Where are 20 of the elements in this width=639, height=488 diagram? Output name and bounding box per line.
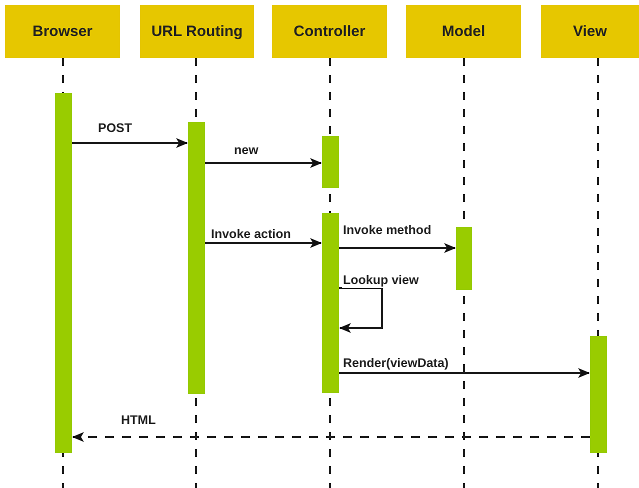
- activation-bar: [590, 336, 607, 453]
- lifeline-header: Browser: [5, 5, 120, 58]
- lifeline-header: View: [541, 5, 639, 58]
- activation-bar: [322, 213, 339, 393]
- activation-bar: [456, 227, 472, 290]
- edge-label: Render(viewData): [342, 356, 450, 371]
- message-arrow: [205, 158, 322, 168]
- lifeline-header: Model: [406, 5, 521, 58]
- message-arrow: [339, 243, 456, 253]
- message-arrow: [205, 238, 322, 248]
- message-arrow: [72, 138, 188, 148]
- message-arrow: [339, 287, 383, 333]
- activation-bar: [322, 136, 339, 188]
- message-arrow: [339, 368, 590, 378]
- return-arrow: [72, 432, 590, 442]
- lifeline-header: URL Routing: [140, 5, 254, 58]
- edge-label: Lookup view: [342, 273, 420, 288]
- lifeline-header: Controller: [272, 5, 387, 58]
- activation-bar: [55, 93, 72, 453]
- activation-bar: [188, 122, 205, 394]
